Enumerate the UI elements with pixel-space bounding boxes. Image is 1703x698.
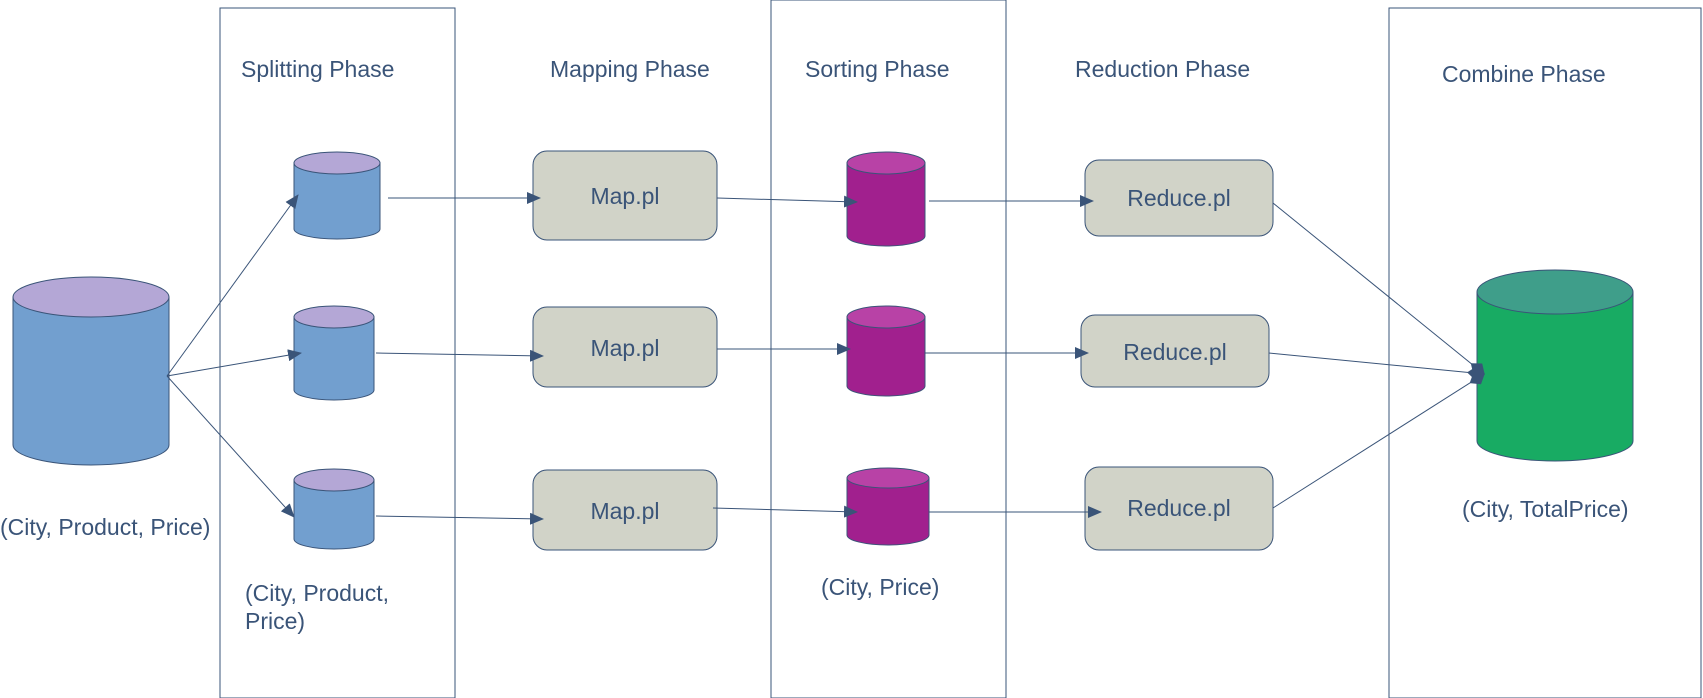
- combine-phase-title: Combine Phase: [1442, 61, 1606, 87]
- reduce-box-3-label: Reduce.pl: [1127, 495, 1231, 521]
- sorting-phase-title: Sorting Phase: [805, 56, 950, 82]
- map-box-1-label: Map.pl: [590, 183, 660, 209]
- arrow-map-to-sort-3: [712, 505, 858, 518]
- map-box-2-label: Map.pl: [590, 335, 660, 361]
- split-output-label: (City, Product, Price): [245, 580, 389, 634]
- map-box-3-label: Map.pl: [590, 498, 660, 524]
- map-box-3: [532, 469, 718, 551]
- arrow-input-to-split-3: [166, 375, 295, 518]
- sort-output-label: (City, Price): [821, 574, 940, 600]
- input-database-cylinder: [12, 276, 170, 466]
- combine-output-label: (City, TotalPrice): [1462, 496, 1629, 522]
- arrow-input-to-split-1: [166, 194, 299, 377]
- sort-cylinder-1: [846, 151, 926, 247]
- arrow-split-to-map-2: [375, 349, 544, 362]
- split-cylinder-1: [293, 151, 381, 240]
- split-cylinder-2: [293, 305, 375, 401]
- sort-cylinder-3: [846, 467, 930, 546]
- sort-cylinder-2: [846, 305, 926, 397]
- reduce-box-2-label: Reduce.pl: [1123, 339, 1227, 365]
- arrow-reduce-to-combine-2: [1268, 352, 1485, 381]
- output-database-cylinder: [1476, 269, 1634, 462]
- arrow-reduce-to-combine-3: [1272, 372, 1485, 509]
- split-cylinder-3: [293, 468, 375, 550]
- arrow-input-to-split-2: [166, 349, 302, 377]
- input-data-label: (City, Product, Price): [0, 514, 211, 540]
- reduce-box-3: [1084, 466, 1274, 551]
- combine-phase-frame: [1388, 7, 1702, 698]
- arrow-reduce-to-combine-1: [1272, 202, 1485, 375]
- reduce-box-1-label: Reduce.pl: [1127, 185, 1231, 211]
- mapping-phase-title: Mapping Phase: [550, 56, 710, 82]
- map-box-2: [532, 306, 718, 388]
- arrow-split-to-map-3: [375, 512, 544, 525]
- arrow-map-to-sort-1: [716, 195, 858, 208]
- splitting-phase-frame: [219, 7, 456, 698]
- splitting-phase-title: Splitting Phase: [241, 56, 395, 82]
- reduction-phase-title: Reduction Phase: [1075, 56, 1251, 82]
